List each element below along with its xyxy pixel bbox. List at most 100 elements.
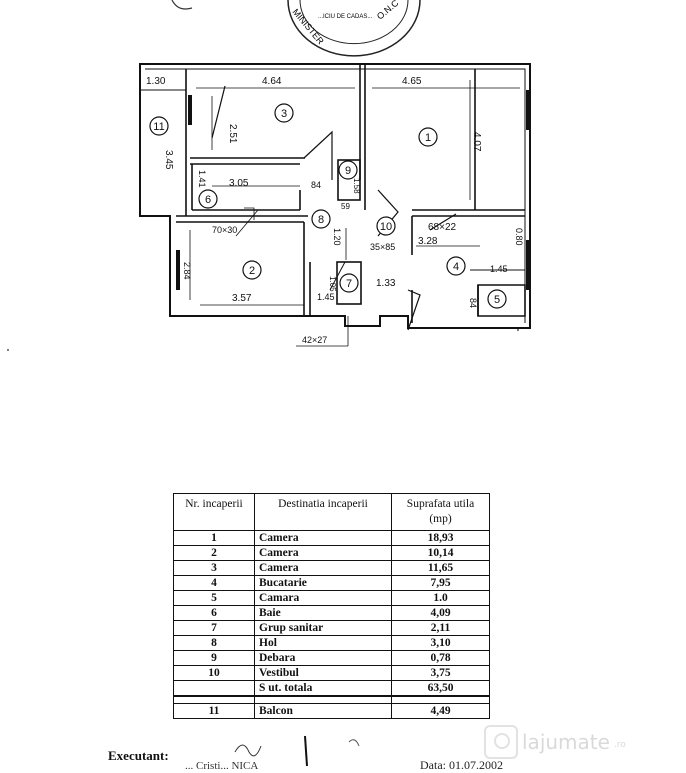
floor-plan: 1 2 3 4 5 6 7 8 9 10 11 1.30 4.64 4.65 3…: [7, 63, 531, 351]
signature: [234, 735, 360, 767]
room-circle-9: [338, 160, 358, 180]
cell-nr: 4: [173, 575, 255, 591]
cell-sup: 18,93: [391, 530, 490, 546]
room-circle-8: [311, 209, 331, 229]
dim-1-05: 1.05: [328, 276, 337, 292]
cell-nr: 11: [173, 703, 255, 719]
lajumate-logo-icon: [484, 725, 518, 759]
cell-dest: Baie: [254, 605, 392, 621]
watermark: lajumate.ro: [484, 725, 626, 759]
dim-1-45-v: 1.45: [317, 292, 335, 302]
cell-dest: Camera: [254, 530, 392, 546]
room-number-8: 8: [318, 214, 324, 226]
room-circle-4: [446, 256, 466, 276]
dim-2-84: 2.84: [182, 262, 192, 280]
cell-sup: 1.0: [391, 590, 490, 606]
cell-sup: 2,11: [391, 620, 490, 636]
cell-dest: Balcon: [254, 703, 392, 719]
room-number-5: 5: [494, 294, 500, 306]
room-circle-2: [242, 260, 262, 280]
dim-1-20: 1.20: [332, 228, 342, 246]
cell-nr: 9: [173, 650, 255, 666]
stamp-text-inner: ...ICIU DE CADAS...: [318, 14, 373, 20]
room-number-4: 4: [453, 261, 459, 273]
room-number-3: 3: [281, 108, 287, 120]
cell-nr: 2: [173, 545, 255, 561]
dim-4-07: 4.07: [471, 132, 482, 152]
dim-84-a: 84: [311, 180, 321, 190]
cell-sup: 3,75: [391, 665, 490, 681]
executant-label: Executant:: [108, 748, 169, 763]
room-number-1: 1: [425, 132, 431, 144]
room-circle-1: [418, 127, 438, 147]
room-circle-7: [339, 273, 359, 293]
cell-dest: Camera: [254, 545, 392, 561]
dim-4-65: 4.65: [402, 76, 422, 87]
dim-3-45: 3.45: [163, 150, 174, 170]
dim-70x30: 70×30: [212, 225, 237, 235]
watermark-brand: lajumate: [522, 730, 610, 754]
header-destination: Destinatia incaperii: [254, 493, 392, 531]
cell-nr: 5: [173, 590, 255, 606]
cell-dest: Debara: [254, 650, 392, 666]
room-number-2: 2: [249, 265, 255, 277]
room-circle-11: [149, 116, 169, 136]
dim-1-41: 1.41: [197, 170, 207, 188]
cell-dest: Vestibul: [254, 665, 392, 681]
dim-68x22: 68×22: [428, 222, 457, 233]
area-table: Nr. incaperii Destinatia incaperii Supra…: [173, 493, 490, 719]
cell-nr: 3: [173, 560, 255, 576]
dim-1-30: 1.30: [146, 76, 166, 87]
cell-dest: Grup sanitar: [254, 620, 392, 636]
cell-dest: Camara: [254, 590, 392, 606]
table-spacer-row: [173, 695, 490, 704]
room-number-11: 11: [153, 121, 164, 133]
room-number-7: 7: [346, 278, 352, 290]
dim-59: 59: [341, 202, 350, 211]
table-header-row: Nr. incaperii Destinatia incaperii Supra…: [173, 493, 490, 531]
cell-dest: S ut. totala: [254, 680, 392, 697]
cell-sup: 7,95: [391, 575, 490, 591]
dim-84-b: 84: [468, 298, 478, 308]
header-nr: Nr. incaperii: [173, 493, 255, 531]
room-circle-6: [198, 189, 218, 209]
cell-nr: 1: [173, 530, 255, 546]
dim-35x85: 35×85: [370, 242, 395, 252]
cadastre-stamp: MINISTER ...ICIU DE CADAS... O.N.C: [171, 0, 421, 57]
room-circle-10: [376, 216, 396, 236]
room-number-6: 6: [205, 194, 211, 206]
cell-nr: 10: [173, 665, 255, 681]
cell-nr: 7: [173, 620, 255, 636]
dim-3-05: 3.05: [229, 178, 249, 189]
dim-42x27: 42×27: [302, 335, 327, 345]
dim-0-80: 0.80: [514, 228, 524, 246]
cell-dest: Bucatarie: [254, 575, 392, 591]
cell-dest: Camera: [254, 560, 392, 576]
dim-4-64: 4.64: [262, 76, 282, 87]
header-surface: Suprafata utila (mp): [391, 493, 490, 531]
cell-nr: 8: [173, 635, 255, 651]
room-number-10: 10: [380, 221, 392, 233]
room-circle-5: [487, 289, 507, 309]
dim-1-33: 1.33: [376, 278, 396, 289]
cell-sup: 4,49: [391, 703, 490, 719]
dim-1-45: 1.45: [490, 264, 508, 274]
cell-dest: Hol: [254, 635, 392, 651]
dim-1-58: 1.58: [352, 178, 361, 194]
dim-3-28: 3.28: [418, 236, 438, 247]
dim-2-51: 2.51: [227, 124, 238, 144]
cell-sup: 3,10: [391, 635, 490, 651]
cell-nr: 6: [173, 605, 255, 621]
